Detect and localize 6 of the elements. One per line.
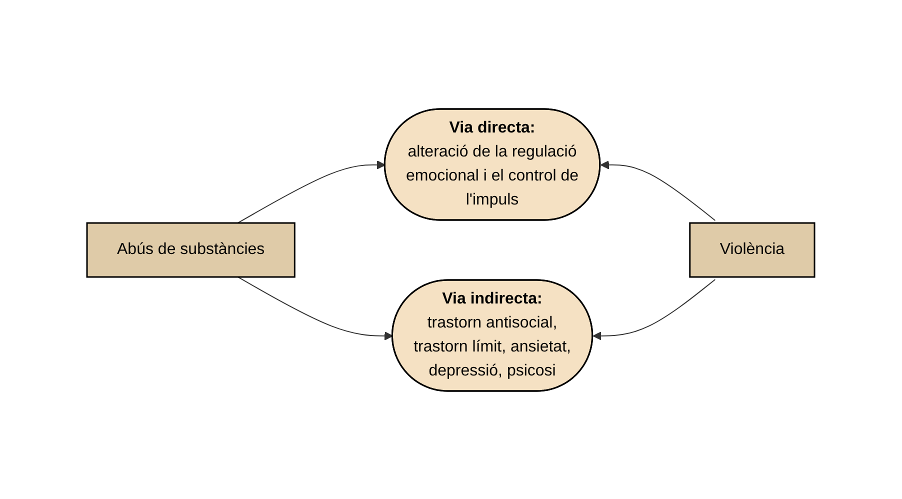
arrow [238,276,394,340]
node-box: Violència [689,222,816,278]
arrow [600,160,716,220]
node-box: Abús de substàncies [86,222,296,278]
arrow [238,160,386,223]
arrow [593,278,716,340]
